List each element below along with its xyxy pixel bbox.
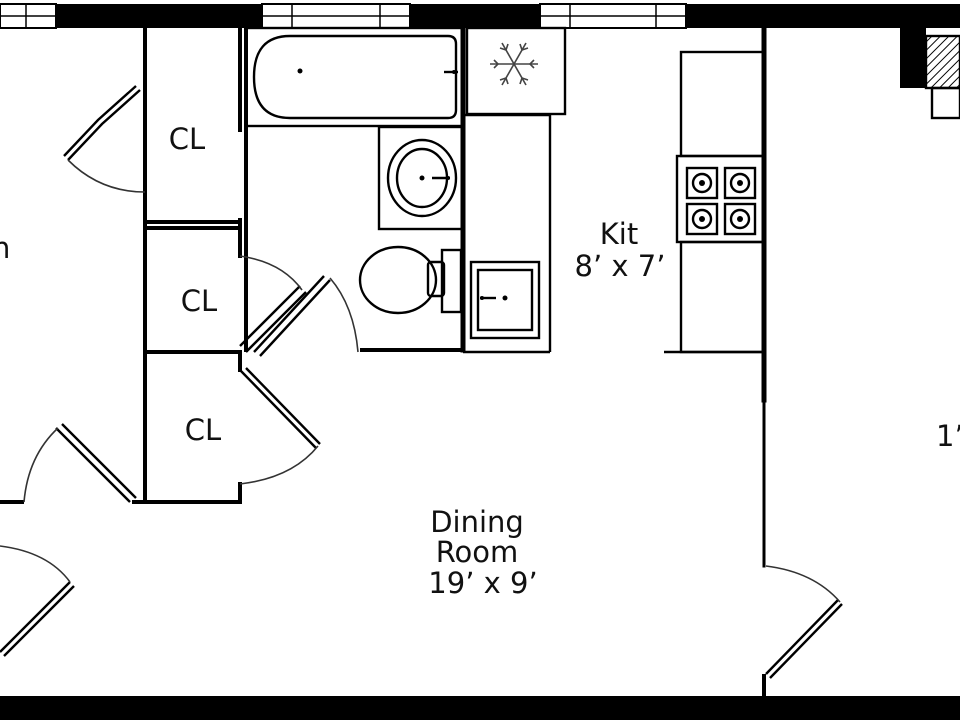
sink-icon	[377, 125, 465, 231]
closet-1-label: CL	[169, 122, 205, 156]
right-room-fragment: 1’	[936, 419, 960, 453]
stove	[675, 154, 766, 244]
dining-name-line2: Room	[436, 535, 519, 569]
right-room-door	[765, 565, 843, 679]
closet-2-label: CL	[181, 284, 217, 318]
closet-3-label: CL	[185, 413, 221, 447]
right-counter	[664, 50, 766, 354]
top-wall	[0, 4, 960, 28]
fireplace-icon	[900, 28, 960, 120]
exterior-walls	[0, 4, 960, 720]
left-room-fragment: n	[0, 231, 10, 265]
entry-door	[0, 545, 75, 657]
dining-name-line1: Dining	[430, 505, 524, 539]
bathtub	[244, 26, 465, 128]
window-bath	[261, 3, 411, 29]
burner-icon	[685, 166, 757, 236]
kitchen-sink	[469, 260, 541, 340]
window-kitchen	[539, 3, 687, 29]
left-room-door	[23, 423, 137, 503]
room-labels: CL CL CL Kit 8’ x 7’ Dining Room 19’ x 9…	[0, 122, 960, 600]
kitchen-size: 8’ x 7’	[575, 249, 666, 283]
toilet-icon	[358, 245, 463, 315]
snowflake-icon	[490, 42, 538, 86]
closet-1-door	[63, 85, 146, 193]
refrigerator	[465, 26, 567, 116]
closet-3-door	[239, 367, 321, 485]
bottom-wall	[0, 696, 960, 720]
kitchen-name: Kit	[600, 217, 638, 251]
kitchen-counter	[463, 113, 552, 354]
dining-size: 19’ x 9’	[428, 566, 537, 600]
closet-2-door	[239, 255, 359, 357]
doors	[0, 85, 843, 679]
windows	[0, 3, 687, 29]
window-left	[0, 3, 57, 29]
